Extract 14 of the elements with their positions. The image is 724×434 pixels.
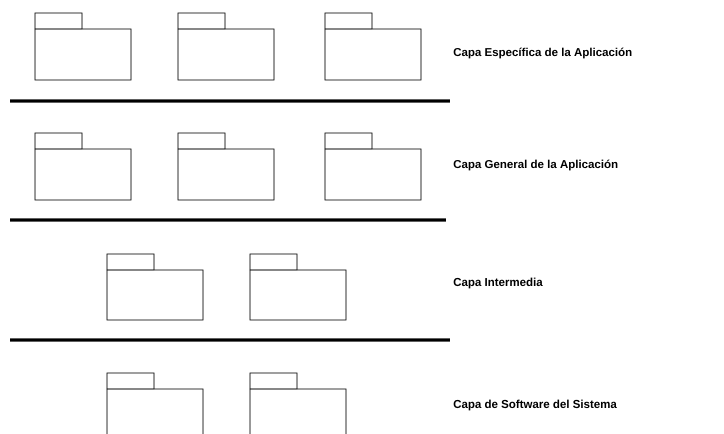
layer-label: Capa de Software del Sistema xyxy=(454,400,617,410)
layer-label: Capa General de la Aplicación xyxy=(454,160,618,170)
layer-label: Capa Intermedia xyxy=(454,278,543,288)
package-icon xyxy=(106,254,204,320)
package-icon xyxy=(178,132,274,200)
package-icon xyxy=(324,132,422,200)
package-icon xyxy=(106,372,204,434)
package-icon xyxy=(34,12,132,80)
package-icon xyxy=(324,12,422,80)
package-icon xyxy=(250,372,346,434)
layer-label: Capa Específica de la Aplicación xyxy=(454,48,632,58)
package-icon xyxy=(34,132,132,200)
package-icon xyxy=(178,12,274,80)
package-icon xyxy=(250,254,346,320)
